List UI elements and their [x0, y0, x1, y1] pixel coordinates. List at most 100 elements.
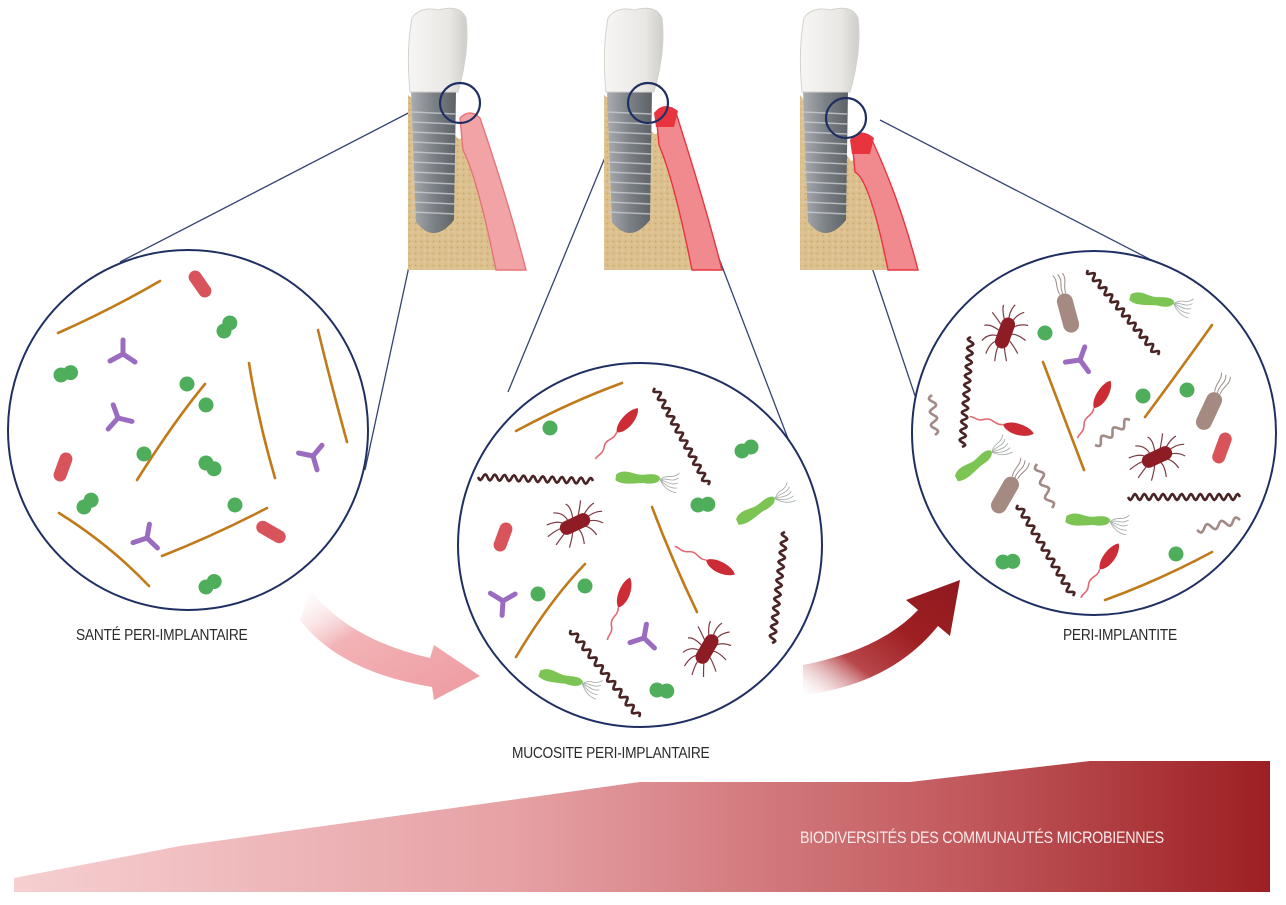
diplococcus	[649, 682, 675, 699]
implant-thread	[803, 171, 848, 175]
spirochete	[768, 530, 789, 645]
implant-thread	[803, 131, 848, 135]
lophotrichous-bacterium	[538, 669, 603, 700]
zoom-connector-line	[119, 107, 419, 263]
diplococcus	[198, 573, 222, 595]
progression-arrow-health-to-mucositis	[300, 590, 480, 700]
filamentous-bacterium	[514, 381, 624, 433]
implant-thread	[607, 211, 652, 215]
coccus	[1135, 388, 1151, 404]
flagellated-bacterium	[1080, 543, 1119, 599]
dental-crown	[407, 7, 468, 93]
flagellated-bacterium	[606, 577, 632, 641]
stage-label-health: SANTÉ PERI-IMPLANTAIRE	[76, 627, 248, 644]
short-spirochete	[1196, 516, 1241, 534]
implant-thread	[607, 151, 652, 155]
lophotrichous-bacterium	[954, 434, 1013, 482]
filamentous-bacterium	[1041, 360, 1086, 472]
implant-fixture	[411, 90, 456, 234]
filamentous-bacterium	[160, 506, 269, 558]
spirochete	[568, 629, 642, 718]
brown-rod-bacterium	[1052, 272, 1080, 333]
biodiversity-bar-label: BIODIVERSITÉS DES COMMUNAUTÉS MICROBIENN…	[800, 828, 1164, 847]
spirochete	[652, 387, 711, 486]
implant-illustration-periimplantitis	[799, 7, 919, 271]
short-spirochete	[927, 393, 940, 437]
fimbriated-bacterium	[682, 620, 732, 678]
diplococcus	[995, 553, 1021, 570]
coccus	[1037, 325, 1053, 341]
filamentous-bacterium	[514, 562, 587, 659]
implant-thread	[803, 161, 848, 165]
flagellated-bacterium	[969, 415, 1034, 436]
lophotrichous-bacterium	[615, 471, 680, 494]
magnifier-circle	[457, 362, 823, 728]
rod-bacterium	[256, 520, 286, 544]
implant-thread	[607, 191, 652, 195]
implant-thread	[411, 191, 456, 195]
implant-thread	[411, 151, 456, 155]
implant-thread	[803, 111, 848, 115]
implant-thread	[803, 151, 848, 155]
short-spirochete	[1033, 463, 1056, 509]
diplococcus	[734, 439, 759, 459]
flagellated-bacterium	[1076, 380, 1112, 439]
stage-label-mucositis: MUCOSITE PERI-IMPLANTAIRE	[512, 745, 710, 762]
implant-thread	[411, 111, 456, 115]
zoom-ring	[824, 96, 868, 140]
branched-bacterium	[107, 337, 138, 365]
implant-thread	[803, 181, 848, 185]
branched-bacterium	[105, 402, 135, 432]
coccus	[136, 446, 152, 462]
spirochete	[958, 335, 975, 449]
magnifier-circle	[911, 250, 1277, 616]
implant-thread	[607, 201, 652, 205]
coccus	[179, 376, 195, 392]
branched-bacterium	[296, 442, 325, 473]
filamentous-bacterium	[1103, 550, 1214, 602]
implant-thread	[607, 141, 652, 145]
implant-thread	[411, 161, 456, 165]
coccus	[1179, 382, 1195, 398]
implant-thread	[607, 181, 652, 185]
implant-illustration-health	[407, 7, 527, 271]
implant-thread	[411, 181, 456, 185]
magnifier-circle	[7, 249, 369, 611]
spirochete	[1015, 504, 1076, 597]
progression-arrow-mucositis-to-periimplantitis	[803, 580, 960, 695]
magnified-view-mucositis	[457, 362, 823, 728]
diplococcus	[76, 492, 99, 515]
coccus	[198, 397, 214, 413]
rod-bacterium	[493, 522, 513, 552]
spirochete	[476, 473, 595, 485]
coccus	[227, 497, 243, 513]
coccus	[530, 586, 546, 602]
coccus	[1168, 546, 1184, 562]
spirochete	[1126, 492, 1242, 502]
rod-bacterium	[1212, 432, 1232, 464]
fimbriated-bacterium	[1128, 433, 1186, 481]
implant-thread	[607, 161, 652, 165]
short-spirochete	[1094, 417, 1131, 448]
rod-bacterium	[188, 270, 212, 298]
implant-thread	[411, 141, 456, 145]
zoom-ring	[626, 81, 670, 125]
filamentous-bacterium	[56, 279, 162, 335]
flagellated-bacterium	[674, 545, 735, 576]
zoom-ring	[438, 81, 482, 125]
branched-bacterium	[130, 521, 160, 551]
filamentous-bacterium	[247, 361, 277, 480]
implant-thread	[803, 191, 848, 195]
implant-thread	[411, 201, 456, 205]
implant-thread	[803, 211, 848, 215]
filamentous-bacterium	[316, 328, 349, 444]
filamentous-bacterium	[650, 505, 699, 614]
zoom-connector-line	[507, 154, 607, 393]
fimbriated-bacterium	[546, 500, 604, 548]
implant-fixture	[803, 90, 848, 234]
implant-thread	[411, 171, 456, 175]
fimbriated-bacterium	[981, 304, 1029, 362]
branched-bacterium	[487, 590, 518, 618]
implant-thread	[411, 121, 456, 125]
